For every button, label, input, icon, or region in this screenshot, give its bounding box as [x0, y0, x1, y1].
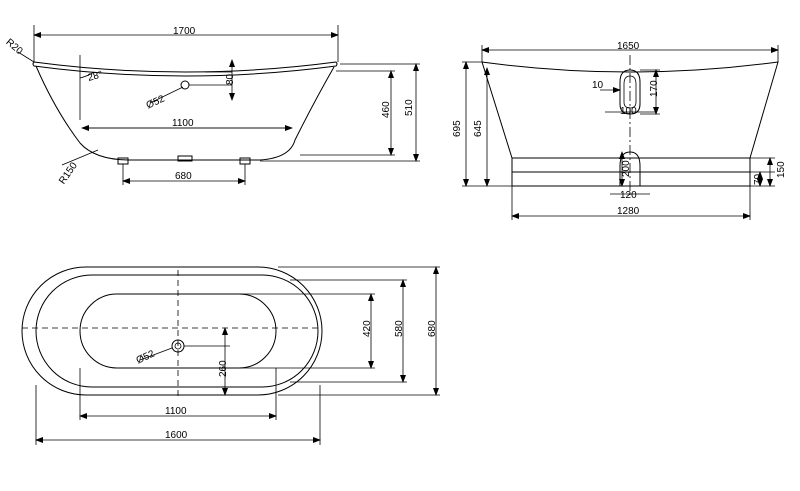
- end-overflow-width-label: 100: [620, 106, 637, 117]
- side-view: 1700 R20 28° Ø52 80 460 510 1100 R150 68: [3, 25, 420, 186]
- side-rim-outline: [32, 61, 338, 77]
- end-view: 1650 10 170 100 695 645 70 150 200 1: [452, 41, 787, 220]
- foot-left: [117, 157, 129, 165]
- end-overflow-offset-label: 10: [592, 80, 604, 91]
- plan-inner-length-label: 1100: [165, 406, 187, 417]
- plan-outer-length-label: 1600: [165, 430, 188, 441]
- plan-inner-width-label: 420: [362, 320, 373, 337]
- plan-rim-outline: [35, 274, 319, 388]
- end-overflow-slot: [619, 69, 641, 115]
- side-drain-offset-label: 80: [225, 73, 236, 85]
- end-plinth-total-label: 150: [776, 161, 787, 178]
- end-drain-slot-label: 200: [621, 160, 632, 177]
- end-overall-height-label: 695: [452, 120, 463, 137]
- plan-drain-diameter-label: Ø52: [135, 348, 157, 366]
- side-corner-radius-label: R150: [57, 160, 80, 186]
- end-overflow-height-label: 170: [649, 80, 660, 97]
- side-bottom-length-label: 1100: [172, 118, 194, 129]
- end-plinth-width-label: 1280: [617, 206, 640, 217]
- end-width-label: 1650: [617, 41, 640, 52]
- plan-outer-outline: [21, 266, 323, 396]
- side-total-height-label: 510: [404, 99, 415, 116]
- plan-middle-width-label: 580: [394, 320, 405, 337]
- plan-outer-width-label: 680: [427, 320, 438, 337]
- end-plinth-height-label: 70: [753, 173, 764, 185]
- side-body-outline: [35, 65, 335, 161]
- side-inner-depth-label: 460: [381, 101, 392, 118]
- side-length-label: 1700: [173, 26, 196, 37]
- plan-view: Ø52 260 420 580 680 1100 1600: [21, 266, 440, 445]
- foot-right: [239, 157, 251, 165]
- side-wall-angle-label: 28°: [87, 69, 104, 84]
- end-body-height-label: 645: [473, 120, 484, 137]
- drain-outlet: [177, 155, 193, 162]
- side-feet-spacing-label: 680: [175, 171, 192, 182]
- end-drain-slot-width-label: 120: [620, 190, 637, 201]
- plan-drain-offset-label: 260: [218, 360, 229, 377]
